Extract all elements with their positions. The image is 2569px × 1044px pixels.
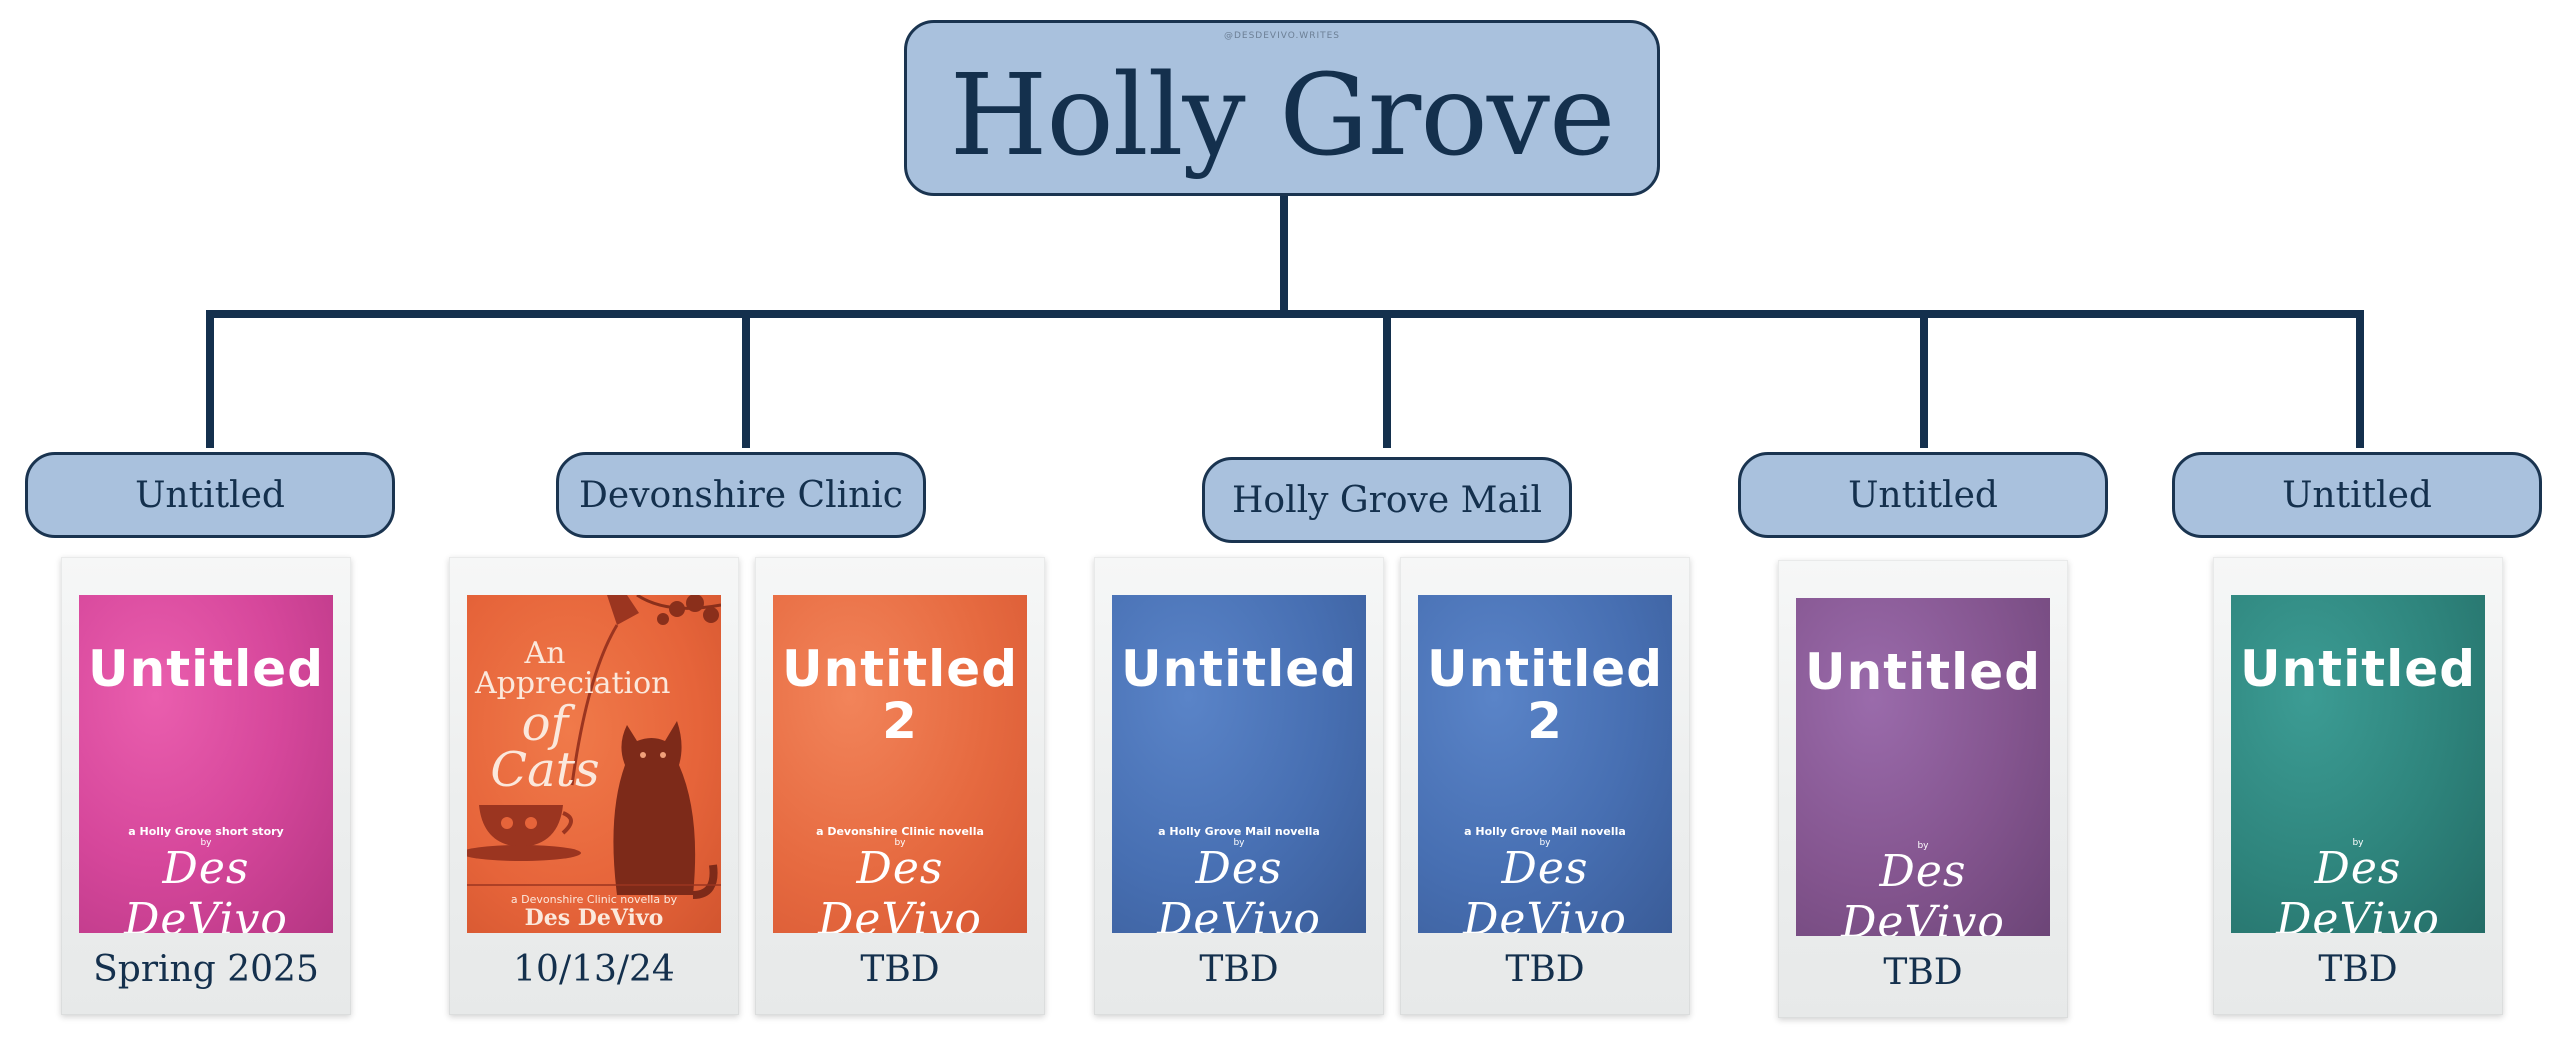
cover-title-number: 2	[1527, 692, 1563, 750]
cover-author: Des DeVivo	[124, 843, 288, 933]
cover-author: Des DeVivo	[818, 843, 982, 933]
book-card: Untitled a Holly Grove Mail novella by D…	[1094, 557, 1384, 1015]
cover-by: by	[2352, 838, 2364, 848]
cover-title: Untitled	[1121, 640, 1357, 698]
release-date: 10/13/24	[513, 949, 675, 990]
cover-tagline: a Holly Grove Mail novella	[1158, 825, 1320, 838]
cover-by: by	[1917, 841, 1929, 851]
book-card: Untitled a Holly Grove short story by De…	[61, 557, 351, 1015]
connector-drop-1	[206, 310, 214, 448]
release-date: TBD	[860, 949, 940, 990]
cover-author: Des DeVivo	[524, 905, 664, 931]
book-card: Untitled by Des DeVivo TBD	[1778, 560, 2068, 1018]
book-card: Untitled by Des DeVivo TBD	[2213, 557, 2503, 1015]
cover-title: Untitled	[88, 640, 324, 698]
cover-tagline: a Holly Grove short story	[128, 825, 284, 838]
series-node-untitled-4: Untitled	[1738, 452, 2108, 538]
cover-title-line1: An Appreciation	[475, 636, 671, 701]
release-date: Spring 2025	[93, 949, 319, 990]
cover-tagline: a Devonshire Clinic novella	[816, 825, 984, 838]
connector-bar	[206, 310, 2364, 318]
author-handle: @DESDEVIVO.WRITES	[1223, 31, 1341, 41]
book-cover: Untitled by Des DeVivo	[2231, 595, 2485, 933]
cover-by: by	[894, 838, 906, 848]
release-date: TBD	[2318, 949, 2398, 990]
cover-title-number: 2	[882, 692, 918, 750]
book-cover: An Appreciation of Cats a Devonshire Cli…	[467, 595, 721, 933]
book-cover: Untitled by Des DeVivo	[1796, 598, 2050, 936]
connector-drop-3	[1383, 310, 1391, 448]
cover-tagline: a Devonshire Clinic novella by	[510, 893, 678, 906]
cover-by: by	[1539, 838, 1551, 848]
cat-illustration-icon	[467, 595, 721, 899]
cover-author: Des DeVivo	[1157, 843, 1321, 933]
root-node: @DESDEVIVO.WRITES Holly Grove	[904, 20, 1660, 196]
release-date: TBD	[1505, 949, 1585, 990]
cover-title: Untitled	[1805, 643, 2041, 701]
cover-title: Untitled	[2240, 640, 2476, 698]
page-title: Holly Grove	[949, 51, 1616, 181]
cover-tagline: a Holly Grove Mail novella	[1464, 825, 1626, 838]
series-node-untitled-1: Untitled	[25, 452, 395, 538]
book-cover: Untitled a Holly Grove short story by De…	[79, 595, 333, 933]
series-node-holly-grove-mail: Holly Grove Mail	[1202, 457, 1572, 543]
cover-by: by	[200, 838, 212, 848]
series-node-devonshire-clinic: Devonshire Clinic	[556, 452, 926, 538]
release-date: TBD	[1883, 952, 1963, 993]
connector-trunk	[1280, 196, 1288, 316]
book-card: An Appreciation of Cats a Devonshire Cli…	[449, 557, 739, 1015]
release-date: TBD	[1199, 949, 1279, 990]
cover-author: Des DeVivo	[1841, 846, 2005, 936]
connector-drop-5	[2356, 310, 2364, 448]
book-cover: Untitled a Holly Grove Mail novella by D…	[1112, 595, 1366, 933]
connector-drop-2	[742, 310, 750, 448]
connector-drop-4	[1920, 310, 1928, 448]
cover-author: Des DeVivo	[2276, 843, 2440, 933]
cover-title-line2: of Cats	[490, 696, 600, 798]
series-node-untitled-5: Untitled	[2172, 452, 2542, 538]
cover-author: Des DeVivo	[1463, 843, 1627, 933]
cover-by: by	[1233, 838, 1245, 848]
